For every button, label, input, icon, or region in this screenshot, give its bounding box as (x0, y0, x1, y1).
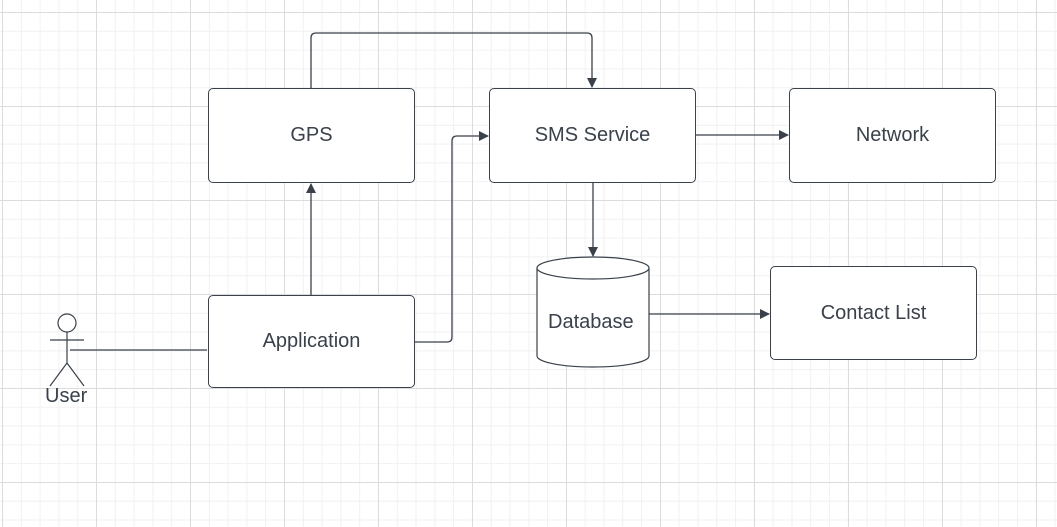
application-label: Application (262, 330, 361, 352)
sms-service-node[interactable]: SMS Service (489, 88, 696, 183)
gps-label: GPS (290, 124, 333, 146)
application-node[interactable]: Application (208, 295, 415, 388)
user-actor-icon[interactable] (49, 313, 85, 387)
network-node[interactable]: Network (789, 88, 996, 183)
contact-list-node[interactable]: Contact List (770, 266, 977, 360)
contact-list-label: Contact List (820, 301, 927, 324)
user-label: User (45, 385, 88, 407)
network-label: Network (855, 124, 930, 146)
edge-gps-to-sms-service[interactable] (310, 32, 597, 88)
sms-service-label: SMS Service (534, 124, 651, 146)
database-cylinder-shape[interactable] (536, 256, 650, 368)
edge-application-to-sms-service[interactable] (415, 131, 489, 343)
database-label: Database (548, 311, 634, 333)
gps-node[interactable]: GPS (208, 88, 415, 183)
